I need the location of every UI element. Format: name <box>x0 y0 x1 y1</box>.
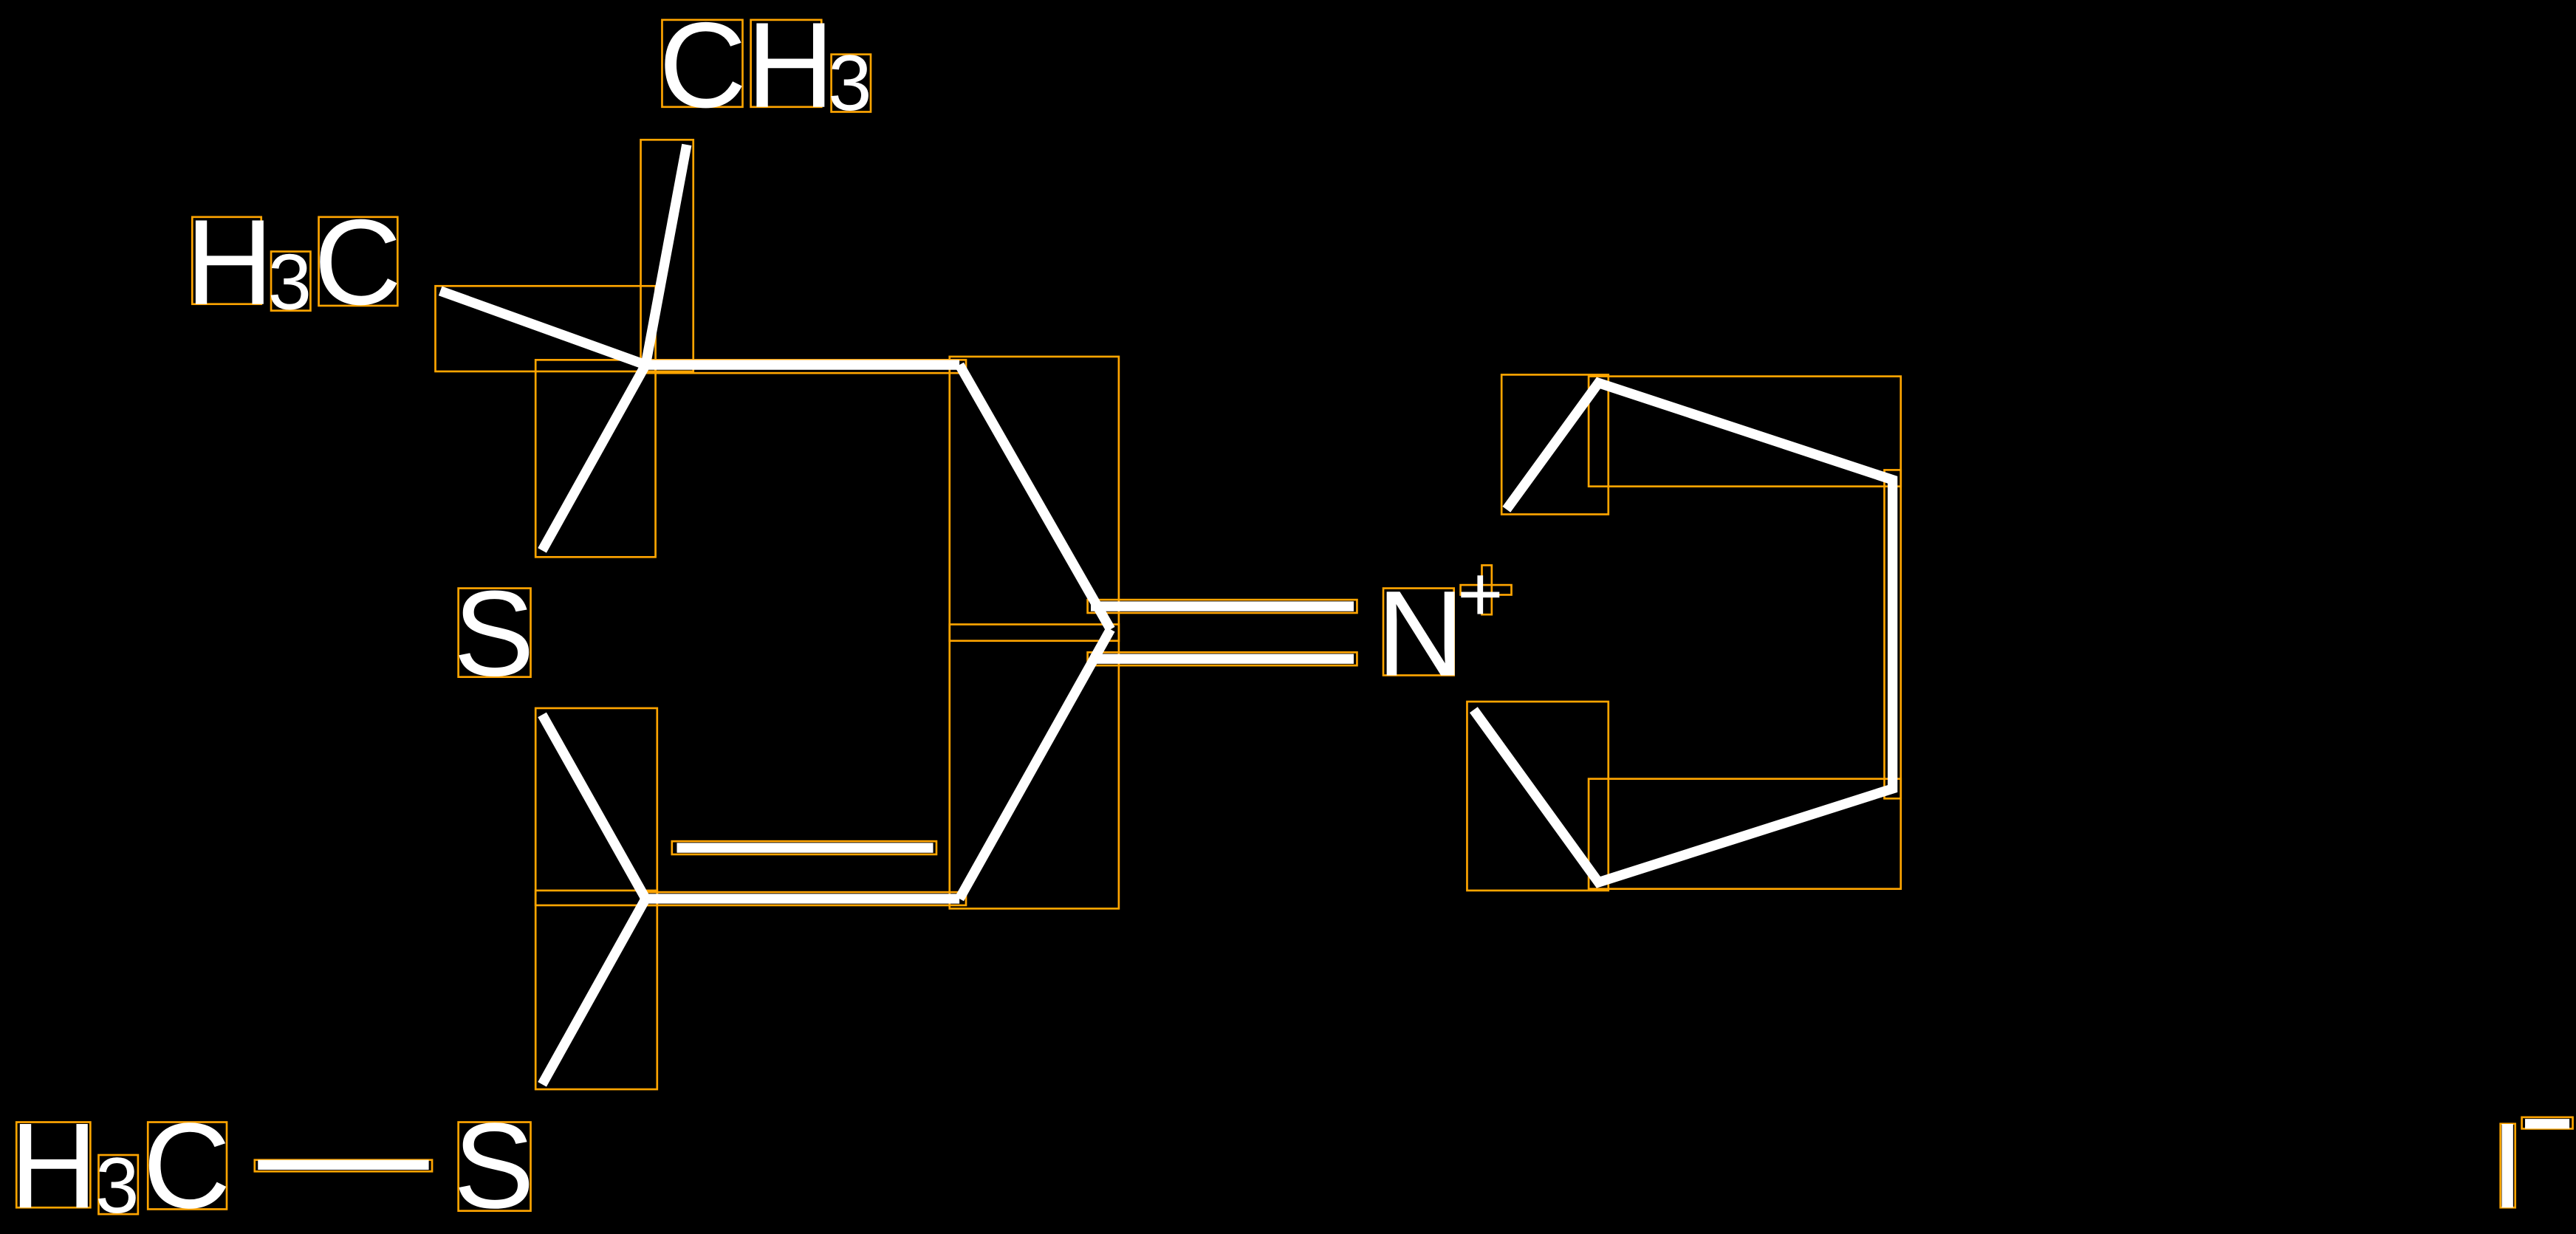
bond-c-h3c <box>438 286 648 370</box>
h3c-left-h: H <box>185 194 273 330</box>
h3c-left-subscript: 3 <box>268 237 312 326</box>
h3c-bottom-subscript: 3 <box>95 1141 139 1230</box>
ch3-top-label: CH <box>659 0 835 133</box>
bond-ring-c-s-bottom <box>538 712 651 902</box>
bond-c-sme <box>538 896 651 1087</box>
bottom-sulfur: S <box>453 1097 535 1233</box>
nitrogen-charge: + <box>1457 549 1503 638</box>
h3c-bottom-c: C <box>143 1097 231 1233</box>
ring-sulfur: S <box>453 565 535 701</box>
bond-ring-c-s-top <box>538 362 651 553</box>
bond-ring-right-lower <box>955 626 1115 902</box>
bond-ring-right-upper <box>955 362 1115 632</box>
iodide-label: I <box>2490 1097 2524 1233</box>
h3c-left-c: C <box>314 194 402 330</box>
h3c-bottom-h: H <box>10 1097 97 1233</box>
nitrogen-label: N <box>1377 565 1465 701</box>
pyrrolidine-ring <box>1469 377 1898 888</box>
bond-c-ch3 <box>640 143 692 366</box>
bonds <box>258 143 2570 1170</box>
ch3-top-subscript: 3 <box>828 38 871 127</box>
